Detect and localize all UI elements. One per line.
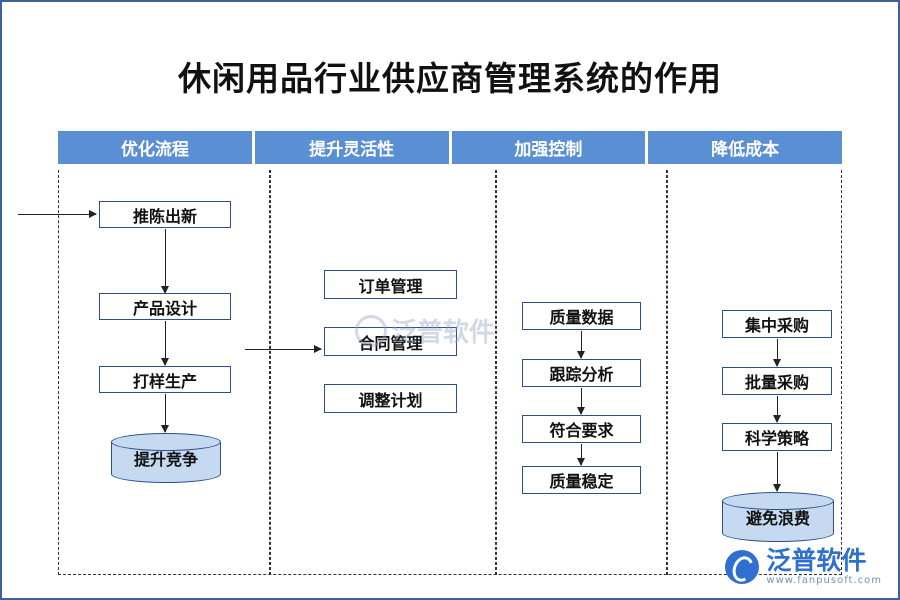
result-col4-label: 避免浪费 bbox=[745, 509, 810, 528]
page-title: 休闲用品行业供应商管理系统的作用 bbox=[178, 59, 722, 98]
column-header-cost: 降低成本 bbox=[648, 131, 842, 164]
cylinder-top bbox=[111, 433, 221, 451]
arrow-col4-1-2 bbox=[773, 339, 781, 367]
arrow-col1-1-2 bbox=[161, 229, 169, 294]
node-col2-3: 调整计划 bbox=[324, 384, 457, 413]
diagram-bottom-border bbox=[58, 574, 842, 575]
node-col1-1: 推陈出新 bbox=[99, 201, 231, 228]
logo-url: www.fanpusoft.com bbox=[766, 575, 882, 586]
column-divider-2 bbox=[270, 170, 496, 575]
arrow-col1-2-3 bbox=[161, 321, 169, 366]
arrow-entry-col2 bbox=[245, 345, 322, 353]
node-col4-2: 批量采购 bbox=[722, 367, 832, 395]
column-divider-3 bbox=[496, 170, 667, 575]
logo-name: 泛普软件 bbox=[766, 546, 867, 575]
column-divider-1 bbox=[58, 170, 270, 575]
node-col1-2: 产品设计 bbox=[99, 293, 231, 320]
arrow-col4-2-3 bbox=[773, 396, 781, 423]
column-header-control: 加强控制 bbox=[451, 131, 649, 164]
column-header-band: 优化流程 提升灵活性 加强控制 降低成本 bbox=[58, 131, 842, 164]
node-col1-3: 打样生产 bbox=[99, 366, 231, 393]
result-col4: 避免浪费 bbox=[722, 492, 834, 542]
node-col2-2: 合同管理 bbox=[324, 327, 457, 356]
column-header-optimize: 优化流程 bbox=[58, 131, 255, 164]
arrow-col3-1-2 bbox=[577, 331, 585, 359]
arrow-col3-2-3 bbox=[577, 388, 585, 415]
node-col3-2: 跟踪分析 bbox=[522, 359, 641, 387]
result-col1-label: 提升竞争 bbox=[133, 450, 198, 469]
node-col3-1: 质量数据 bbox=[522, 302, 641, 330]
logo-mark-icon bbox=[725, 550, 760, 584]
brand-logo: 泛普软件 www.fanpusoft.com bbox=[725, 548, 882, 586]
arrow-col1-3-result bbox=[161, 394, 169, 433]
node-col4-3: 科学策略 bbox=[722, 423, 832, 451]
logo-text-stack: 泛普软件 www.fanpusoft.com bbox=[766, 548, 882, 586]
cylinder-top bbox=[722, 492, 834, 510]
arrow-col3-3-4 bbox=[577, 444, 585, 466]
node-col3-4: 质量稳定 bbox=[522, 466, 641, 494]
node-col2-1: 订单管理 bbox=[324, 270, 457, 299]
arrow-col4-3-result bbox=[773, 452, 781, 492]
node-col3-3: 符合要求 bbox=[522, 415, 641, 443]
node-col4-1: 集中采购 bbox=[722, 310, 832, 338]
column-header-flexibility: 提升灵活性 bbox=[254, 131, 452, 164]
arrow-entry-col1 bbox=[18, 210, 97, 218]
result-col1: 提升竞争 bbox=[111, 433, 221, 483]
column-divider-4 bbox=[667, 170, 842, 575]
